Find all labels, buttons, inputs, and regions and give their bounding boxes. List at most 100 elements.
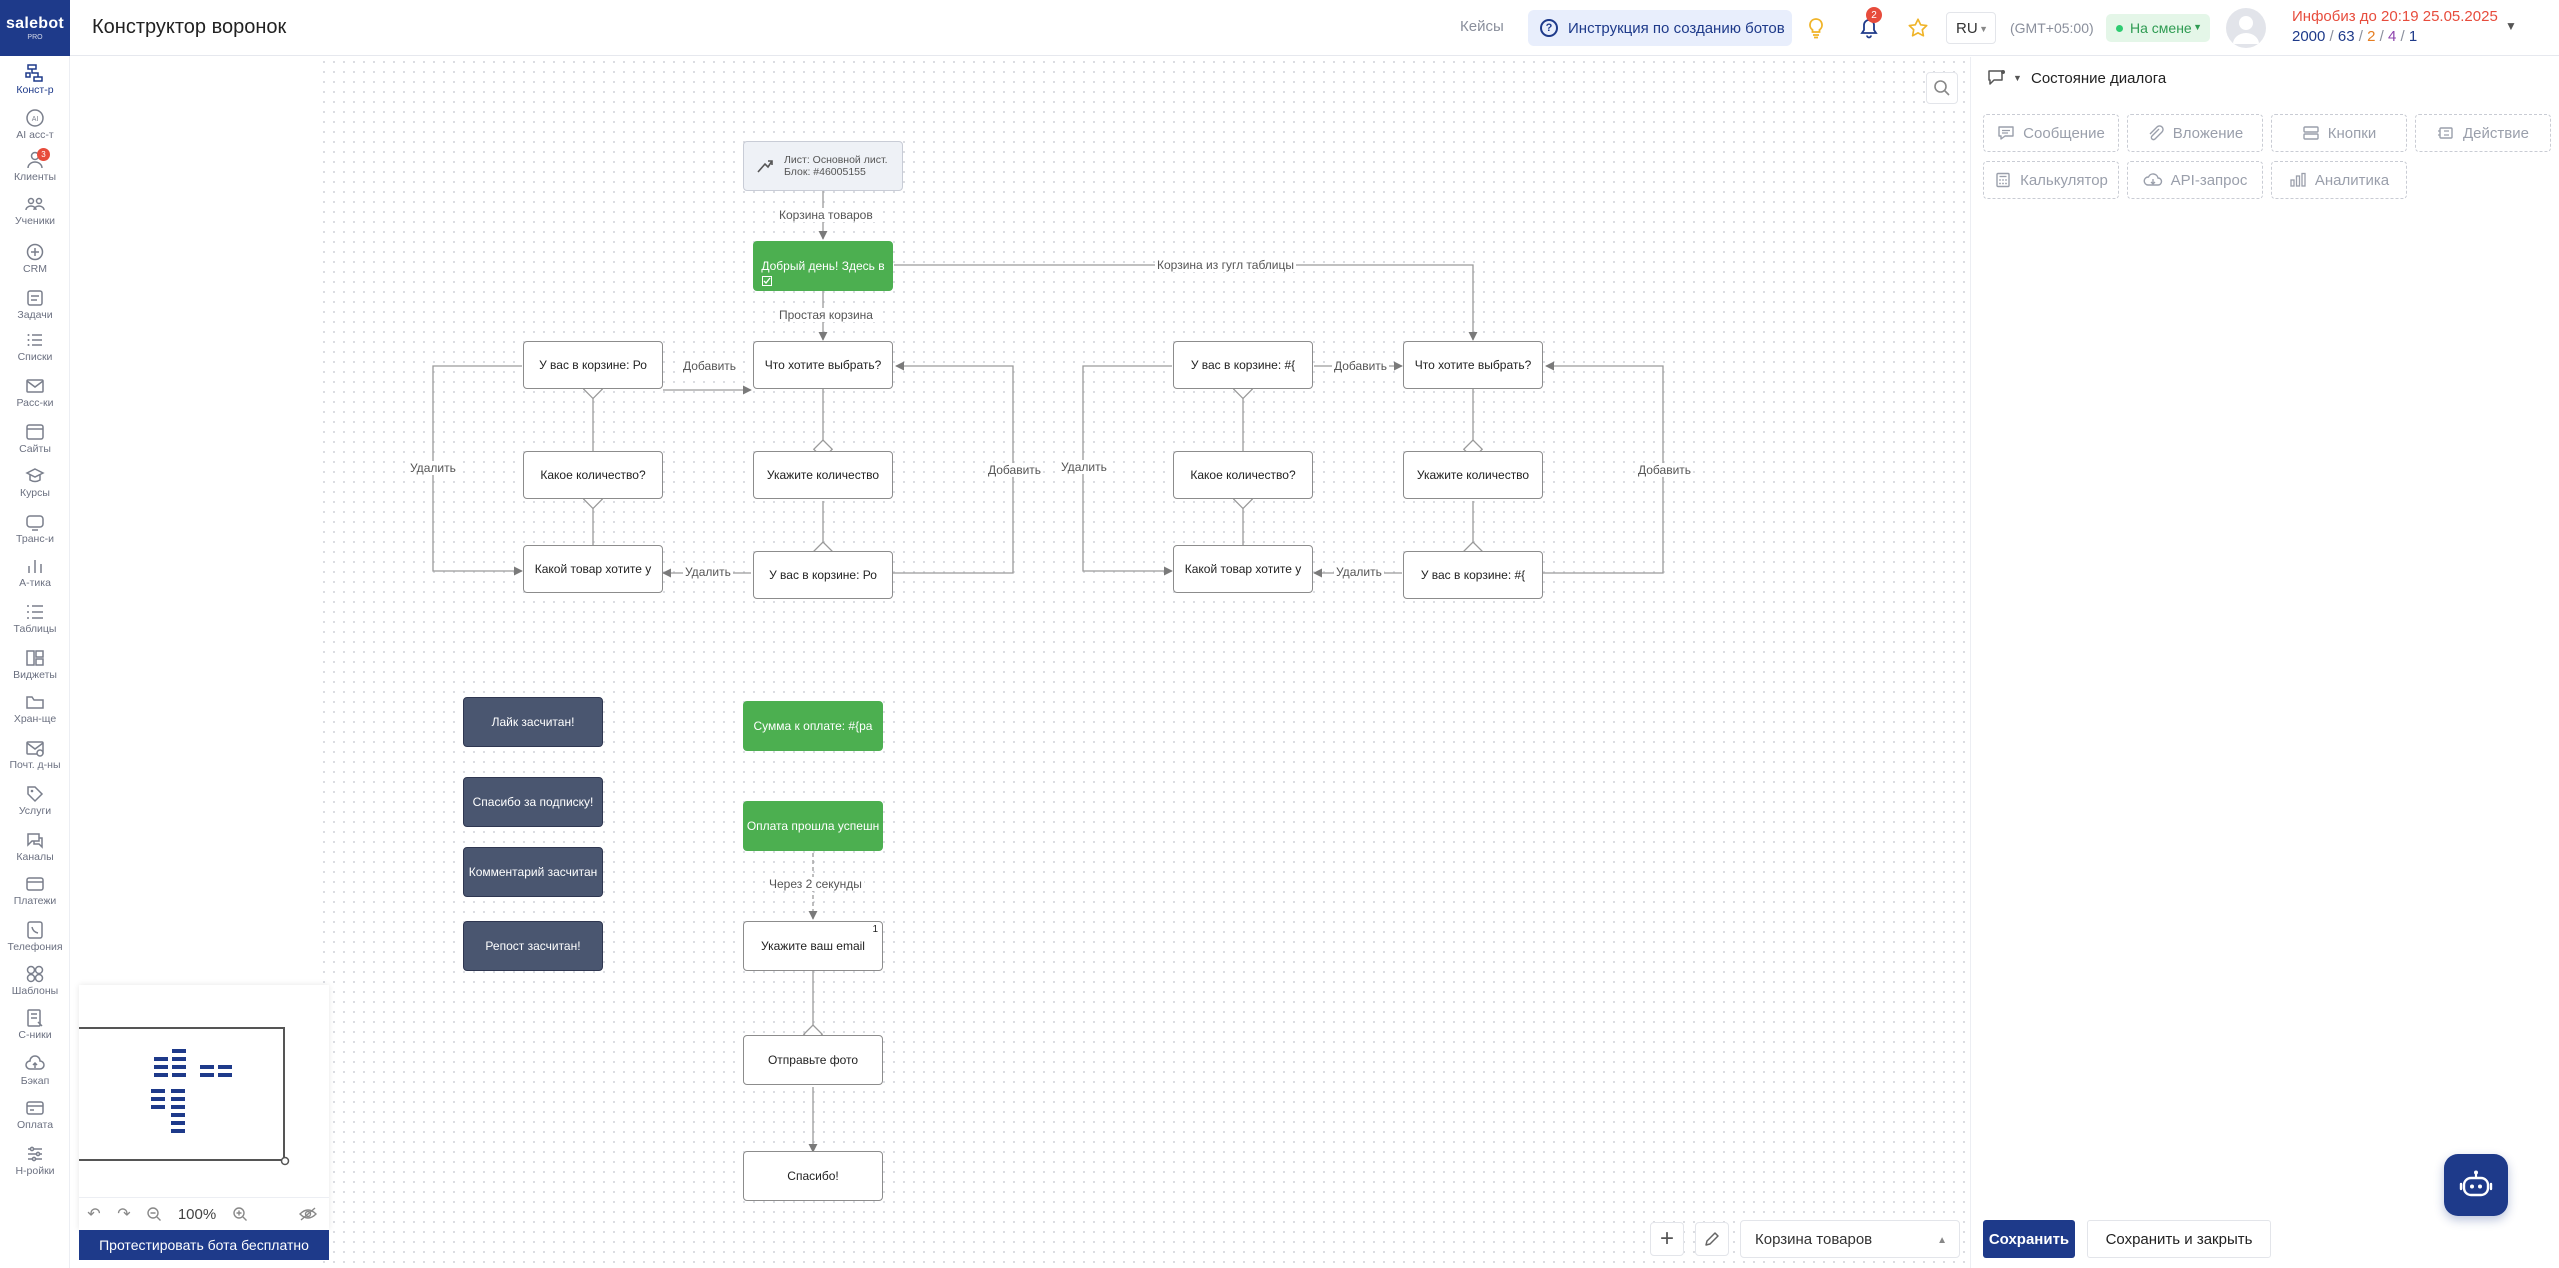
edge-label[interactable]: Через 2 секунды (767, 877, 864, 891)
product-node-2[interactable]: Какой товар хотите у (1173, 545, 1313, 593)
calculator-button[interactable]: Калькулятор (1983, 161, 2119, 199)
greeting-node[interactable]: Добрый день! Здесь в (753, 241, 893, 291)
sidebar-item-tables[interactable]: Таблицы (0, 598, 70, 640)
hide-minimap-icon[interactable] (293, 1206, 323, 1222)
broadcasts-icon (25, 512, 45, 532)
sidebar-item-payments[interactable]: Платежи (0, 870, 70, 912)
sidebar-item-storage[interactable]: Хран-ще (0, 688, 70, 730)
cases-link[interactable]: Кейсы (1460, 18, 1504, 35)
edge-label[interactable]: Удалить (1334, 565, 1384, 579)
support-chat-button[interactable] (2444, 1154, 2508, 1216)
sidebar-item-constructor[interactable]: Конст-р (0, 59, 70, 101)
minimap[interactable]: ↶ ↷ 100% (79, 985, 329, 1230)
quantity-input-node-1[interactable]: Укажите количество (753, 451, 893, 499)
subscribe-node[interactable]: Спасибо за подписку! (463, 777, 603, 827)
quantity-ask-node-2[interactable]: Какое количество? (1173, 451, 1313, 499)
action-button[interactable]: Действие (2415, 114, 2551, 152)
quantity-input-node-2[interactable]: Укажите количество (1403, 451, 1543, 499)
edge-label[interactable]: Простая корзина (777, 308, 875, 322)
avatar[interactable] (2226, 8, 2266, 48)
sum-node[interactable]: Сумма к оплате: #{ра (743, 701, 883, 751)
sidebar-item-services[interactable]: Услуги (0, 780, 70, 822)
product-node-1[interactable]: Какой товар хотите у (523, 545, 663, 593)
language-select[interactable]: RU ▼ (1946, 12, 1996, 44)
cart-node-1[interactable]: У вас в корзине: Ро (523, 341, 663, 389)
add-block-button[interactable]: + (1650, 1222, 1684, 1256)
funnel-canvas[interactable]: Лист: Основной лист. Блок: #46005155 Доб… (71, 57, 1987, 1268)
sidebar-item-telephony[interactable]: Телефония (0, 916, 70, 958)
limits-counters[interactable]: 2000 / 63 / 2 / 4 / 1 (2292, 28, 2418, 45)
lightbulb-icon[interactable] (1802, 14, 1830, 42)
guide-button[interactable]: ? Инструкция по созданию ботов (1528, 10, 1792, 46)
zoom-out-icon[interactable] (139, 1206, 169, 1222)
cart-node-2[interactable]: У вас в корзине: #{ (1173, 341, 1313, 389)
zoom-in-icon[interactable] (225, 1206, 255, 1222)
sidebar-item-broadcasts[interactable]: Транс-и (0, 508, 70, 550)
salebot-logo[interactable]: salebot PRO (0, 0, 70, 56)
edge-label[interactable]: Добавить (1636, 463, 1694, 477)
chat-state-icon[interactable] (1987, 69, 2007, 87)
cart-result-node-2[interactable]: У вас в корзине: #{ (1403, 551, 1543, 599)
sidebar-item-tasks[interactable]: Задачи (0, 284, 70, 326)
api-request-button[interactable]: API-запрос (2127, 161, 2263, 199)
buttons-button[interactable]: Кнопки (2271, 114, 2407, 152)
edit-button[interactable] (1695, 1222, 1729, 1256)
chevron-down-icon[interactable]: ▼ (2013, 73, 2022, 83)
sidebar-item-settings[interactable]: Н-ройки (0, 1140, 70, 1182)
cart-result-node-1[interactable]: У вас в корзине: Ро (753, 551, 893, 599)
edge-label[interactable]: Корзина товаров (777, 208, 875, 222)
edge-label[interactable]: Добавить (681, 359, 739, 373)
minimap-viewport[interactable] (79, 1027, 285, 1161)
edge-label[interactable]: Удалить (683, 565, 733, 579)
sidebar-item-sites[interactable]: Сайты (0, 418, 70, 460)
comment-node[interactable]: Комментарий засчитан (463, 847, 603, 897)
sidebar-item-analytics[interactable]: А-тика (0, 552, 70, 594)
choice-node-1[interactable]: Что хотите выбрать? (753, 341, 893, 389)
like-node[interactable]: Лайк засчитан! (463, 697, 603, 747)
edge-label[interactable]: Добавить (986, 463, 1044, 477)
undo-icon[interactable]: ↶ (87, 1206, 101, 1223)
sidebar-item-backup[interactable]: Бэкап (0, 1050, 70, 1092)
repost-node[interactable]: Репост засчитан! (463, 921, 603, 971)
start-node[interactable]: Лист: Основной лист. Блок: #46005155 (743, 141, 903, 191)
edge-label[interactable]: Корзина из гугл таблицы (1155, 258, 1296, 272)
email-node[interactable]: Укажите ваш email 1 (743, 921, 883, 971)
choice-node-2[interactable]: Что хотите выбрать? (1403, 341, 1543, 389)
sidebar-item-templates[interactable]: Шаблоны (0, 960, 70, 1002)
sidebar-item-mailing[interactable]: Расс-ки (0, 372, 70, 414)
sidebar-item-widgets[interactable]: Виджеты (0, 644, 70, 686)
thanks-node[interactable]: Спасибо! (743, 1151, 883, 1201)
save-and-close-button[interactable]: Сохранить и закрыть (2087, 1220, 2271, 1258)
canvas-search-button[interactable] (1926, 72, 1958, 104)
quantity-ask-node-1[interactable]: Какое количество? (523, 451, 663, 499)
status-dot-icon (2116, 25, 2123, 32)
edge-label[interactable]: Удалить (408, 461, 458, 475)
sidebar-item-courses[interactable]: Курсы (0, 462, 70, 504)
account-chevron-icon[interactable]: ▼ (2505, 19, 2517, 33)
test-bot-button[interactable]: Протестировать бота бесплатно (79, 1230, 329, 1260)
analytics-button[interactable]: Аналитика (2271, 161, 2407, 199)
tariff-info[interactable]: Инфобиз до 20:19 25.05.2025 (2292, 8, 2498, 25)
edge-label[interactable]: Удалить (1059, 460, 1109, 474)
sidebar-item-lists[interactable]: Списки (0, 326, 70, 368)
tasks-icon (25, 288, 45, 308)
redo-icon[interactable]: ↷ (117, 1206, 131, 1223)
star-icon[interactable] (1904, 14, 1932, 42)
sidebar-item-handbooks[interactable]: С-ники (0, 1004, 70, 1046)
message-button[interactable]: Сообщение (1983, 114, 2119, 152)
attachment-button[interactable]: Вложение (2127, 114, 2263, 152)
sidebar-item-crm[interactable]: CRM (0, 238, 70, 280)
sidebar-item-billing[interactable]: Оплата (0, 1094, 70, 1136)
edge-label[interactable]: Добавить (1332, 359, 1390, 373)
save-button[interactable]: Сохранить (1983, 1220, 2075, 1258)
payment-ok-node[interactable]: Оплата прошла успешн (743, 801, 883, 851)
sidebar-item-mail-domains[interactable]: Почт. д-ны (0, 734, 70, 776)
sidebar-item-students[interactable]: Ученики (0, 190, 70, 232)
status-select[interactable]: На смене ▼ (2106, 14, 2210, 42)
photo-node[interactable]: Отправьте фото (743, 1035, 883, 1085)
sidebar-item-channels[interactable]: Каналы (0, 826, 70, 868)
sidebar-item-label: Бэкап (20, 1075, 50, 1087)
sheet-select[interactable]: Корзина товаров ▲ (1740, 1220, 1960, 1258)
